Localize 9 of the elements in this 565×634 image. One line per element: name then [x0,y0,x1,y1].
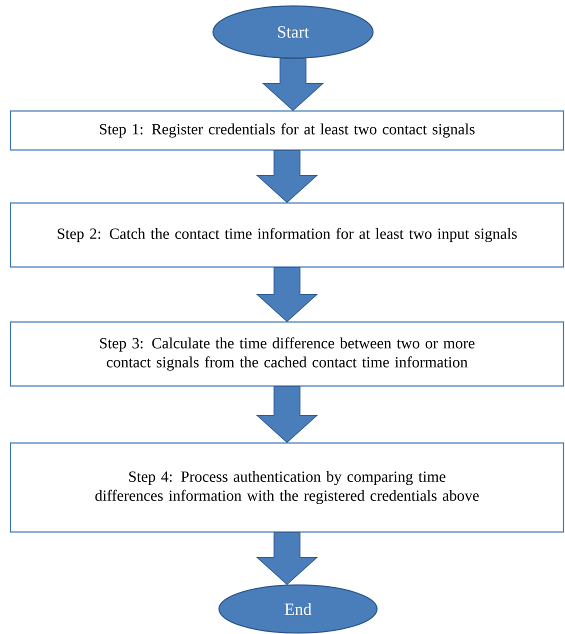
block-arrow [256,386,318,443]
process-box: Step 3: Calculate the time difference between two or more contact signals from the cached contact time information [10,321,564,387]
block-arrow [262,58,324,111]
process-box: Step 4: Process authentication by comparing time differences information with the registered credentials above [10,442,564,533]
block-arrow [256,267,318,322]
process-box: Step 1: Register credentials for at least two contact signals [10,110,564,151]
process-box: Step 2: Catch the contact time information for at least two input signals [10,202,564,268]
block-arrow [256,150,318,203]
block-arrow [256,532,318,585]
